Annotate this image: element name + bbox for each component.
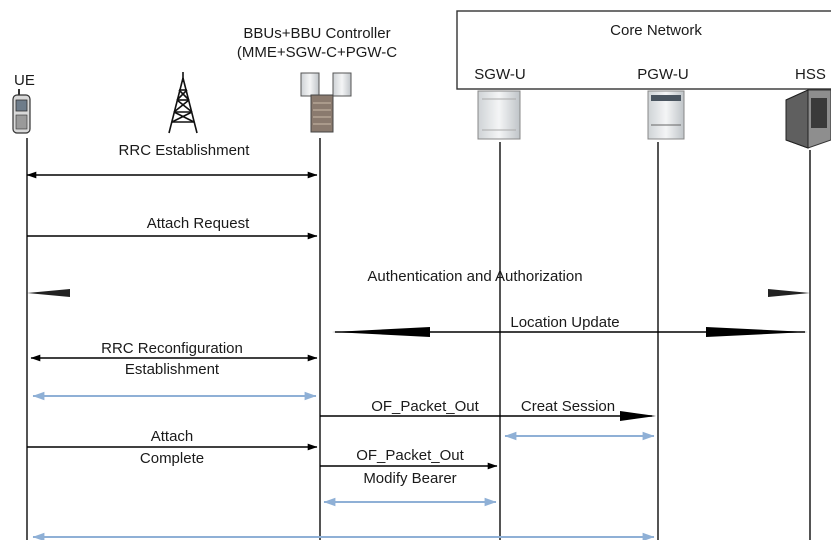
creat-session-label: Creat Session	[521, 398, 615, 415]
antenna-tower-icon	[168, 72, 198, 134]
modify-bearer-label: Modify Bearer	[363, 470, 456, 487]
rrc-reconfig-label-line2: Establishment	[125, 361, 220, 378]
auth-label: Authentication and Authorization	[367, 268, 582, 285]
attach-request-label: Attach Request	[147, 215, 250, 232]
of-packet-out-1-label: OF_Packet_Out	[371, 398, 479, 415]
pgw-u-label: PGW-U	[637, 66, 688, 83]
sgw-u-server-icon	[477, 90, 521, 140]
core-network-label: Core Network	[610, 22, 702, 39]
hss-server-icon	[785, 89, 831, 149]
of-packet-out-2-label: OF_Packet_Out	[356, 447, 464, 464]
core-network-group: Core Network	[456, 10, 831, 90]
location-update-arrowhead-right	[706, 327, 808, 337]
pgw-u-server-icon	[647, 90, 685, 140]
hss-label: HSS	[795, 66, 826, 83]
bbu-label-line1: BBUs+BBU Controller	[243, 25, 390, 42]
ue-label: UE	[14, 72, 35, 89]
bbu-controller-icon	[300, 72, 352, 133]
auth-arrowhead-left	[27, 289, 70, 297]
bbu-label-line2: (MME+SGW-C+PGW-C	[237, 44, 397, 61]
sgw-u-label: SGW-U	[474, 66, 525, 83]
attach-complete-label-line2: Complete	[140, 450, 204, 467]
core-network-box	[456, 10, 831, 90]
auth-arrowhead-right	[768, 289, 810, 297]
rrc-reconfig-label-line1: RRC Reconfiguration	[101, 340, 243, 357]
rrc-establishment-label: RRC Establishment	[119, 142, 251, 159]
phone-icon	[12, 89, 31, 134]
attach-complete-label-line1: Attach	[151, 428, 194, 445]
location-update-arrowhead-left	[332, 327, 430, 337]
location-update-label: Location Update	[510, 314, 619, 331]
of-packet-out-1-arrowhead	[620, 411, 656, 421]
